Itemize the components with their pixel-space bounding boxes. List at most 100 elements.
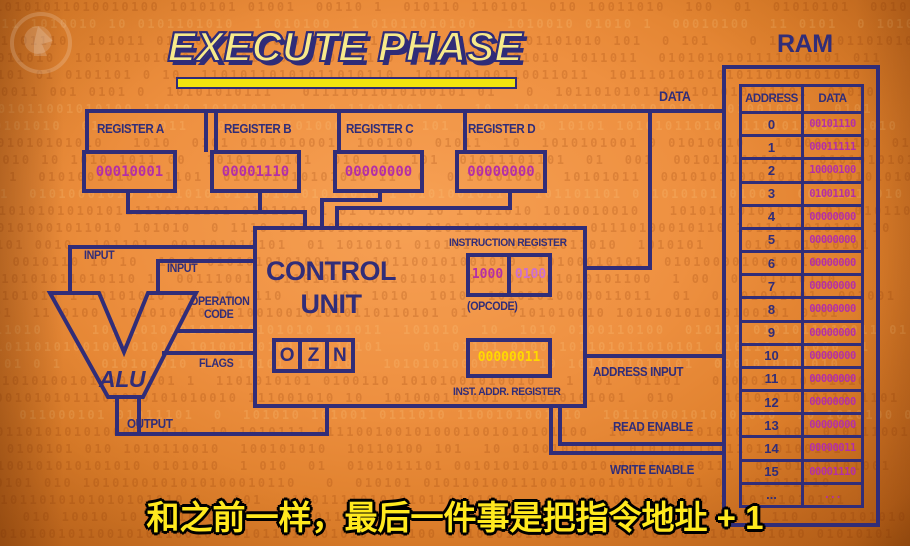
ram-data-cell: 00000000 [809,419,856,432]
control-unit-title-line2: UNIT [300,289,363,319]
ram-row: 12 00000000 [742,392,861,416]
ram-data-cell: ... [823,488,842,501]
wire-regb-down [258,189,262,214]
wire-output-v [325,404,329,436]
ram-row: 7 00000000 [742,276,861,300]
ram-title: RAM [777,30,833,58]
ram-data-cell: 00000000 [809,396,856,409]
register-c-box [333,150,424,193]
wire-input2-h [156,259,257,263]
wire-alu-stem-right [137,396,141,436]
instruction-register-divider [507,253,511,297]
ram-row: 14 00000011 [742,438,861,462]
ram-data-cell: 01001101 [809,187,856,200]
register-b-label: REGISTER B [224,122,292,136]
register-a-value: 00010001 [95,164,164,180]
alu-output-label: OUTPUT [127,417,173,431]
ram-table-header: ADDRESS DATA [742,87,861,114]
ram-row: 4 00000000 [742,206,861,230]
ram-address-cell: 13 [742,415,804,436]
register-a-label: REGISTER A [97,122,164,136]
ram-address-cell: 0 [742,114,804,135]
alu-input2-label: INPUT [167,263,198,275]
instruction-register-opcode: 1000 [471,267,504,282]
ram-row: 9 00000000 [742,322,861,346]
ram-row: ... ... [742,484,861,505]
ram-data-cell: 00000000 [809,210,856,223]
wire-write-enable-h [549,451,726,455]
wire-bus-drop-b [214,109,218,152]
ram-address-cell: 3 [742,183,804,204]
control-unit-title-line1: CONTROL [266,256,396,286]
alu-shape [46,291,200,399]
register-b-box [210,150,301,193]
title-underline [176,77,517,89]
ram-address-cell: 14 [742,438,804,459]
wire-alu-stem-left [115,396,119,436]
wire-bus-drop-c [337,109,341,152]
ram-address-cell: 11 [742,368,804,390]
ram-data-cell: 00000000 [809,257,856,270]
register-a-box [82,150,177,193]
wire-bus-drop-a [85,109,89,154]
ram-row: 3 01001101 [742,183,861,207]
ram-data-cell: 00000000 [809,280,856,293]
ram-address-cell: 2 [742,160,804,181]
ram-address-cell: 8 [742,299,804,320]
alu-opcode-label-line2: CODE [204,309,234,321]
ram-row: 6 00000000 [742,253,861,277]
wire-bus-to-cu-h [587,266,652,270]
page-title: EXECUTE PHASE [167,22,524,71]
register-d-label: REGISTER D [468,122,536,136]
inst-addr-register-label: INST. ADDR. REGISTER [453,386,561,398]
alu-flags-label: FLAGS [199,358,234,370]
wire-opcode-h [176,329,257,333]
ram-outer-box [722,65,880,527]
wire-read-enable-v [558,404,562,446]
ram-address-cell: 7 [742,276,804,297]
wire-address-input [587,354,722,358]
ram-row: 0 00101110 [742,114,861,138]
ram-row: 8 00000000 [742,299,861,323]
ram-address-cell: 4 [742,206,804,227]
instruction-register-operand: 0100 [514,267,547,282]
ram-address-cell: 12 [742,392,804,413]
ram-address-cell: 5 [742,229,804,251]
wire-regc-down [378,189,382,202]
alu-opcode-label-line1: OPERATION [190,296,250,308]
ram-data-cell: 10000100 [809,164,856,177]
ram-table-body: 0 00101110 1 00011111 2 10000100 3 01001… [742,114,861,505]
wire-write-enable-v [549,404,553,455]
data-bus-label: DATA [659,89,691,104]
wire-read-enable-h [558,442,726,446]
inst-addr-register-box [466,338,552,378]
wire-flags-h [162,351,257,355]
ram-address-cell: 1 [742,137,804,158]
ram-address-cell: 15 [742,461,804,482]
ram-data-cell: 00000000 [809,349,856,362]
wire-regd-down [508,189,512,210]
alu-label: ALU [99,366,146,392]
ram-data-cell: 00000011 [809,442,856,455]
ram-row: 5 00000000 [742,229,861,254]
ram-row: 1 00011111 [742,137,861,161]
ram-address-cell: ... [742,484,804,505]
wire-regc-drop [320,198,324,228]
ram-row: 11 00000000 [742,368,861,393]
wire-input1-h [68,245,257,249]
ram-table: ADDRESS DATA 0 00101110 1 00011111 2 100… [739,84,864,508]
ram-data-cell: 00000000 [809,233,856,246]
wire-regd-h [335,206,512,210]
ram-address-cell: 9 [742,322,804,343]
ram-data-cell: 00000000 [809,303,856,316]
flag-cell-n: N [332,344,347,366]
wire-bus-drop-d [463,109,467,152]
wire-regd-drop [335,206,339,228]
register-b-value: 00001110 [221,164,290,180]
ram-data-cell: 00001110 [809,465,856,478]
ram-row: 2 10000100 [742,160,861,184]
write-enable-label: WRITE ENABLE [610,463,695,477]
wire-input2-v [156,259,160,295]
ram-data-cell: 00000000 [809,372,856,385]
